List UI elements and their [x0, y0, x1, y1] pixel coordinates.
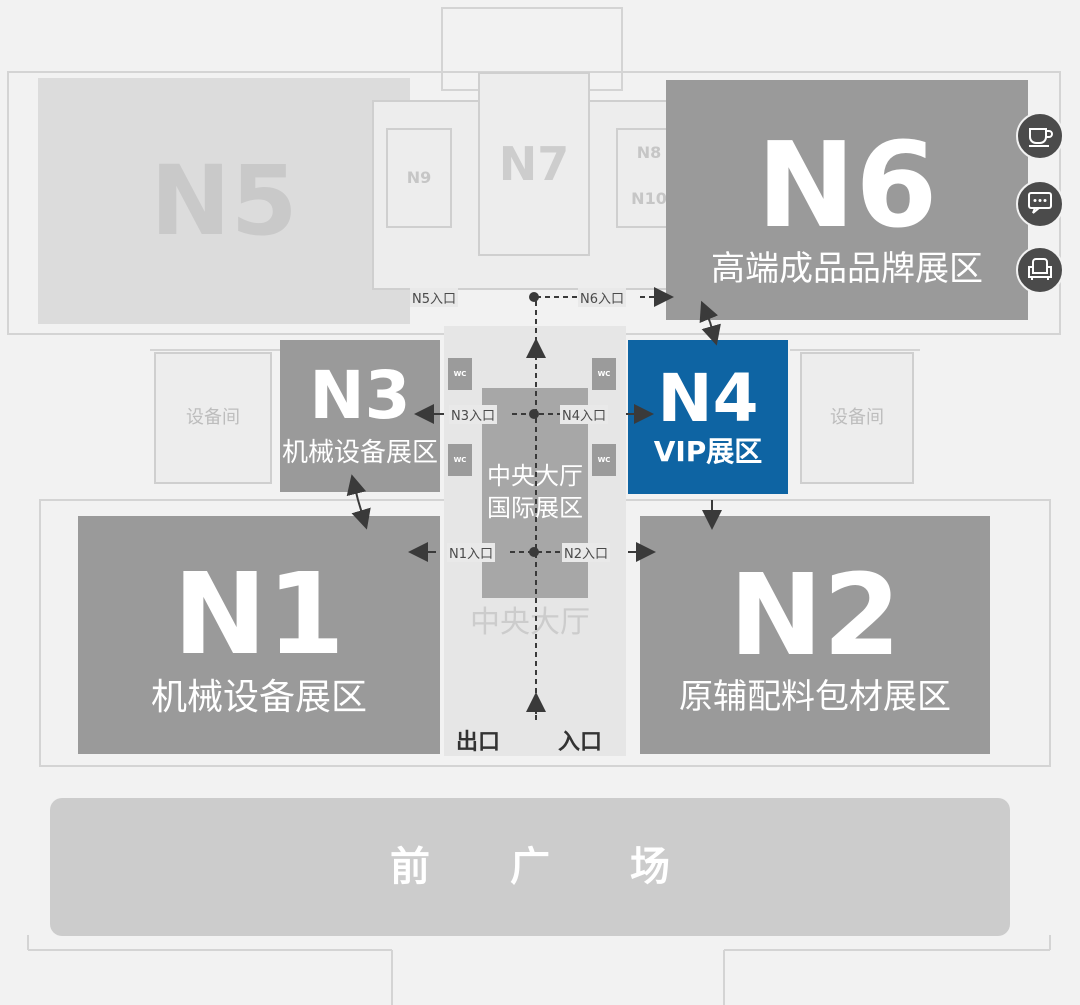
hall-n4-name: VIP展区	[653, 434, 763, 468]
front-plaza-label: 前 广 场	[390, 844, 670, 890]
hall-n6-name: 高端成品品牌展区	[711, 249, 983, 290]
hall-n1-code: N1	[173, 550, 345, 681]
hall-n10[interactable]: N10	[616, 184, 682, 214]
hall-n2[interactable]: N2 原辅配料包材展区	[640, 516, 990, 754]
hall-n8[interactable]: N8	[616, 138, 682, 168]
exit-label: 出口	[456, 730, 501, 755]
hall-n4-vip[interactable]: N4 VIP展区	[628, 340, 788, 494]
hall-n3-name: 机械设备展区	[281, 438, 438, 469]
wc-bottom-right: WC	[592, 444, 616, 476]
equipment-room-right: 设备间	[800, 352, 914, 484]
sofa-icon	[1025, 253, 1055, 288]
hall-n3[interactable]: N3 机械设备展区	[280, 340, 440, 492]
coffee-icon	[1025, 119, 1055, 154]
hall-n1-name: 机械设备展区	[150, 677, 367, 719]
coffee-button[interactable]	[1016, 112, 1064, 160]
entrance-n5: N5入口	[410, 288, 458, 307]
hall-n7[interactable]: N7	[478, 72, 590, 256]
entry-label: 入口	[558, 730, 603, 755]
wc-top-right: WC	[592, 358, 616, 390]
chat-icon	[1025, 187, 1055, 222]
entrance-n4: N4入口	[560, 405, 608, 424]
equipment-room-right-label: 设备间	[830, 406, 884, 428]
hall-n10-code: N10	[631, 189, 667, 208]
hall-n6-code: N6	[756, 116, 938, 255]
front-plaza[interactable]: 前 广 场	[50, 798, 1010, 936]
hall-n2-name: 原辅配料包材展区	[679, 677, 951, 718]
lounge-button[interactable]	[1016, 246, 1064, 294]
central-hall-label: 中央大厅	[470, 605, 590, 640]
entrance-n1: N1入口	[447, 543, 495, 562]
wc-bottom-left: WC	[448, 444, 472, 476]
hall-n5-code: N5	[150, 145, 298, 257]
hall-n6[interactable]: N6 高端成品品牌展区	[666, 80, 1028, 320]
wc-top-left: WC	[448, 358, 472, 390]
hall-n9[interactable]: N9	[386, 128, 452, 228]
hall-n8-code: N8	[636, 143, 662, 162]
chat-button[interactable]	[1016, 180, 1064, 228]
hall-n9-code: N9	[406, 168, 432, 187]
hall-n4-code: N4	[657, 359, 759, 437]
entrance-n2: N2入口	[562, 543, 610, 562]
entrance-n3: N3入口	[449, 405, 497, 424]
equipment-room-left: 设备间	[154, 352, 272, 484]
hall-n1[interactable]: N1 机械设备展区	[78, 516, 440, 754]
hall-n7-code: N7	[498, 137, 570, 191]
hall-n2-code: N2	[729, 551, 901, 682]
equipment-room-left-label: 设备间	[186, 406, 240, 428]
hall-n5[interactable]: N5	[38, 78, 410, 324]
entrance-n6: N6入口	[578, 288, 626, 307]
hall-n3-code: N3	[309, 357, 411, 435]
